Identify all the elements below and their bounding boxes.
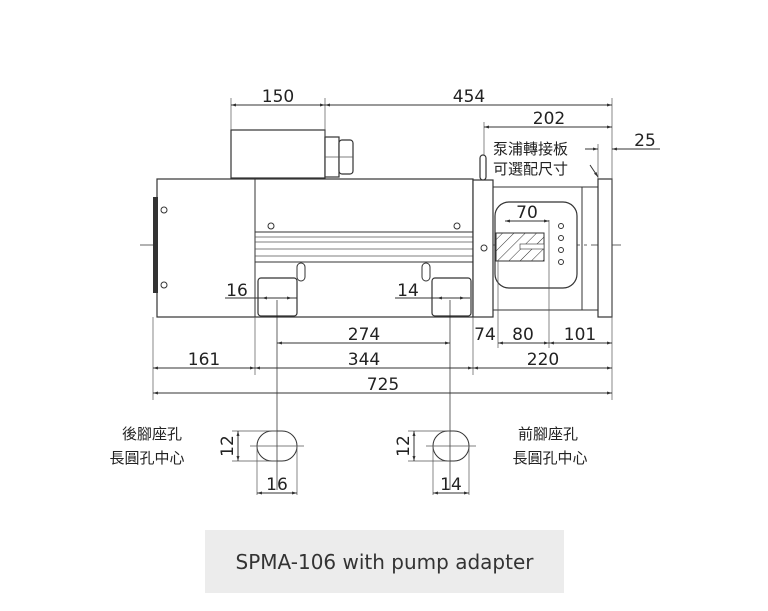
dim-725: 725 <box>367 375 399 395</box>
dim-74: 74 <box>474 325 496 345</box>
rear-foot-note-line1: 後腳座孔 <box>122 425 182 443</box>
dim-101: 101 <box>564 325 596 345</box>
rear-slot-detail: 12 16 <box>218 430 304 495</box>
dim-150: 150 <box>262 87 294 107</box>
dim-rear-slot-height: 12 <box>218 435 238 457</box>
dim-front-slot: 14 <box>397 281 419 301</box>
dim-344: 344 <box>348 350 380 370</box>
dim-454: 454 <box>453 87 485 107</box>
adapter-note-line2: 可選配尺寸 <box>493 160 568 178</box>
dim-front-detail-width: 14 <box>440 475 462 495</box>
rear-foot-note-line2: 長圓孔中心 <box>109 449 184 467</box>
dim-rear-detail-width: 16 <box>266 475 288 495</box>
dim-202: 202 <box>533 109 565 129</box>
rear-foot <box>257 277 298 317</box>
front-foot-note-line1: 前腳座孔 <box>518 425 578 443</box>
junction-box <box>230 129 354 179</box>
front-slot-detail: 12 14 <box>394 430 476 495</box>
motor-body <box>153 178 474 318</box>
flange <box>597 178 613 318</box>
dim-rear-slot: 16 <box>226 281 248 301</box>
dim-220: 220 <box>527 350 559 370</box>
front-foot-note-line2: 長圓孔中心 <box>512 449 587 467</box>
dim-80: 80 <box>512 325 534 345</box>
caption: SPMA-106 with pump adapter <box>205 530 564 593</box>
dim-25: 25 <box>634 131 656 151</box>
pump-adapter <box>472 154 613 318</box>
adapter-note-line1: 泵浦轉接板 <box>493 140 568 158</box>
dim-274: 274 <box>348 325 380 345</box>
dim-front-slot-height: 12 <box>394 435 414 457</box>
dim-70: 70 <box>516 203 538 223</box>
dim-161: 161 <box>188 350 220 370</box>
front-foot <box>431 277 472 317</box>
